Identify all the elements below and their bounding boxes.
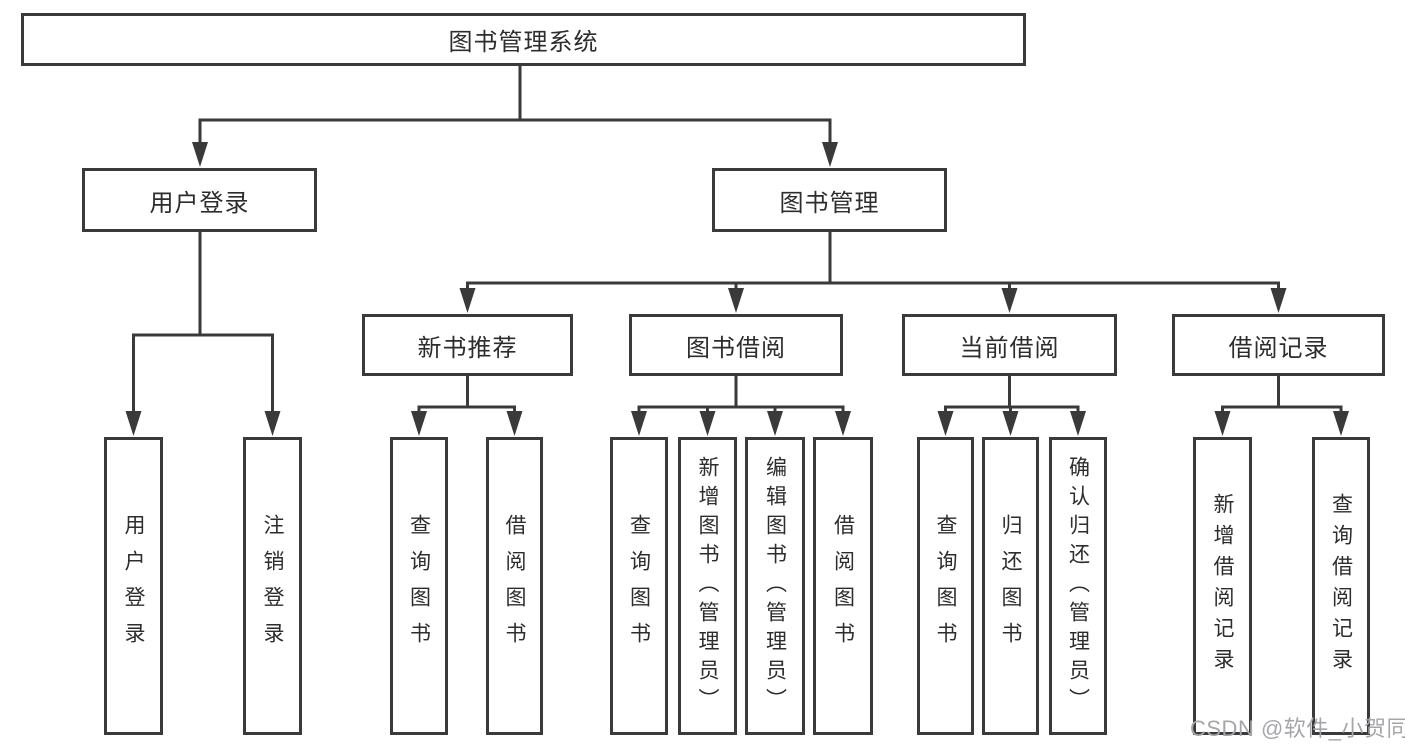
connector-user-branch [132, 232, 274, 416]
leaf-label: 查询图书 [407, 514, 431, 658]
node-label: 借阅记录 [1228, 334, 1329, 362]
leaf-borrow-books-borrowing: 借阅图书 [813, 437, 873, 735]
leaf-return-books: 归还图书 [982, 437, 1039, 735]
leaf-label: 借阅图书 [503, 514, 526, 658]
node-book-management: 图书管理 [712, 168, 947, 232]
leaf-user-login: 用户登录 [104, 437, 163, 735]
node-library-management-system: 图书管理系统 [21, 13, 1026, 66]
connector-borrowing-branch [637, 376, 845, 416]
leaf-query-books-current: 查询图书 [917, 437, 974, 735]
leaf-label: 注销登录 [261, 514, 284, 658]
node-label: 图书管理系统 [448, 29, 599, 56]
leaf-label: 查询借阅记录 [1329, 493, 1353, 679]
leaf-label: 借阅图书 [831, 514, 855, 658]
leaf-borrow-books-recommend: 借阅图书 [486, 437, 543, 735]
node-label: 当前借阅 [959, 334, 1060, 362]
leaf-confirm-return-admin: 确认归还（管理员） [1049, 437, 1107, 735]
leaf-label: 查询图书 [934, 514, 957, 658]
node-label: 图书管理 [779, 189, 880, 217]
connector-recommend-branch [417, 376, 516, 416]
connector-records-branch [1221, 376, 1343, 416]
leaf-label: 新增借阅记录 [1211, 493, 1234, 679]
leaf-label: 新增图书（管理员） [696, 455, 719, 717]
node-label: 用户登录 [149, 189, 250, 217]
leaf-label: 归还图书 [999, 514, 1022, 658]
leaf-add-borrow-record: 新增借阅记录 [1193, 437, 1252, 735]
node-borrow-records: 借阅记录 [1172, 314, 1385, 376]
node-user-login: 用户登录 [82, 168, 317, 232]
leaf-query-books-borrowing: 查询图书 [610, 437, 668, 735]
leaf-query-borrow-record: 查询借阅记录 [1312, 437, 1370, 735]
leaf-logout: 注销登录 [243, 437, 302, 735]
leaf-add-books-admin: 新增图书（管理员） [678, 437, 737, 735]
connector-root-to-level2 [198, 66, 832, 149]
leaf-query-books-recommend: 查询图书 [390, 437, 448, 735]
leaf-edit-books-admin: 编辑图书（管理员） [745, 437, 805, 735]
node-new-book-recommend: 新书推荐 [362, 314, 573, 376]
leaf-label: 用户登录 [122, 514, 145, 658]
leaf-label: 查询图书 [627, 514, 651, 658]
connector-book-to-level3 [466, 232, 1280, 293]
node-book-borrowing: 图书借阅 [629, 314, 843, 376]
node-label: 图书借阅 [686, 334, 786, 362]
node-current-borrowing: 当前借阅 [902, 314, 1117, 376]
leaf-label: 编辑图书（管理员） [763, 455, 787, 717]
node-label: 新书推荐 [417, 334, 518, 362]
connector-current-branch [944, 376, 1080, 416]
leaf-label: 确认归还（管理员） [1066, 455, 1090, 717]
arrowheads [125, 142, 1349, 436]
